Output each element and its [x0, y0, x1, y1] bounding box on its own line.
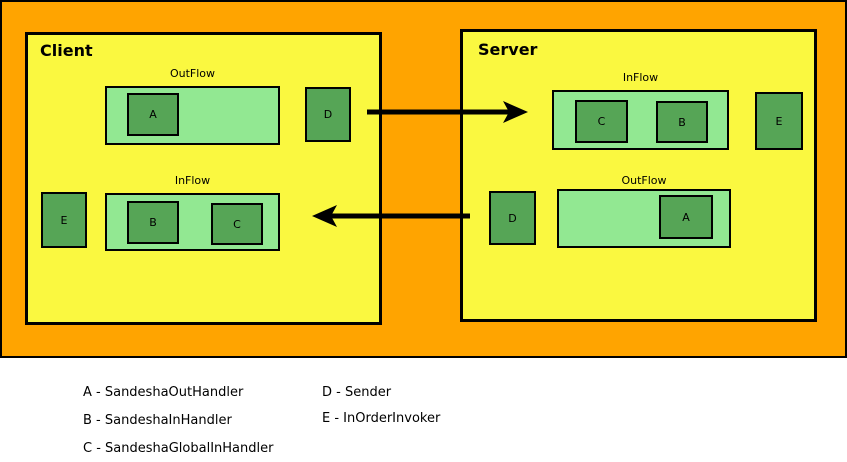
server-outflow-label: OutFlow — [621, 174, 667, 187]
server-outflow-bar: A — [557, 189, 731, 248]
server-title: Server — [478, 40, 538, 59]
server-sender-box: D — [489, 191, 536, 245]
legend-item-d: D - Sender — [322, 385, 392, 400]
server-inflow-bar: C B — [552, 90, 729, 150]
server-handler-c: C — [575, 100, 628, 143]
legend-item-e: E - InOrderInvoker — [322, 411, 441, 426]
client-box: Client OutFlow A D InFlow B C E — [25, 32, 382, 325]
legend-item-b: B - SandeshaInHandler — [83, 413, 232, 428]
server-box: Server InFlow C B E OutFlow A D — [460, 29, 817, 322]
client-inflow-label: InFlow — [174, 174, 211, 187]
client-outflow-bar: A — [105, 86, 280, 145]
diagram-panel: Client OutFlow A D InFlow B C E Server I… — [0, 0, 847, 358]
legend-item-a: A - SandeshaOutHandler — [83, 385, 244, 400]
client-handler-a: A — [127, 93, 179, 136]
server-handler-b: B — [656, 101, 708, 143]
server-handler-a: A — [659, 195, 713, 239]
legend-item-c: C - SandeshaGlobalInHandler — [83, 441, 274, 456]
client-handler-c: C — [211, 203, 263, 245]
server-invoker-box: E — [755, 92, 803, 150]
client-handler-b: B — [127, 201, 179, 244]
client-title: Client — [40, 41, 93, 60]
server-inflow-label: InFlow — [622, 71, 659, 84]
client-sender-box: D — [305, 87, 351, 142]
client-outflow-label: OutFlow — [169, 67, 216, 80]
client-inflow-bar: B C — [105, 193, 280, 251]
client-invoker-box: E — [41, 192, 87, 248]
